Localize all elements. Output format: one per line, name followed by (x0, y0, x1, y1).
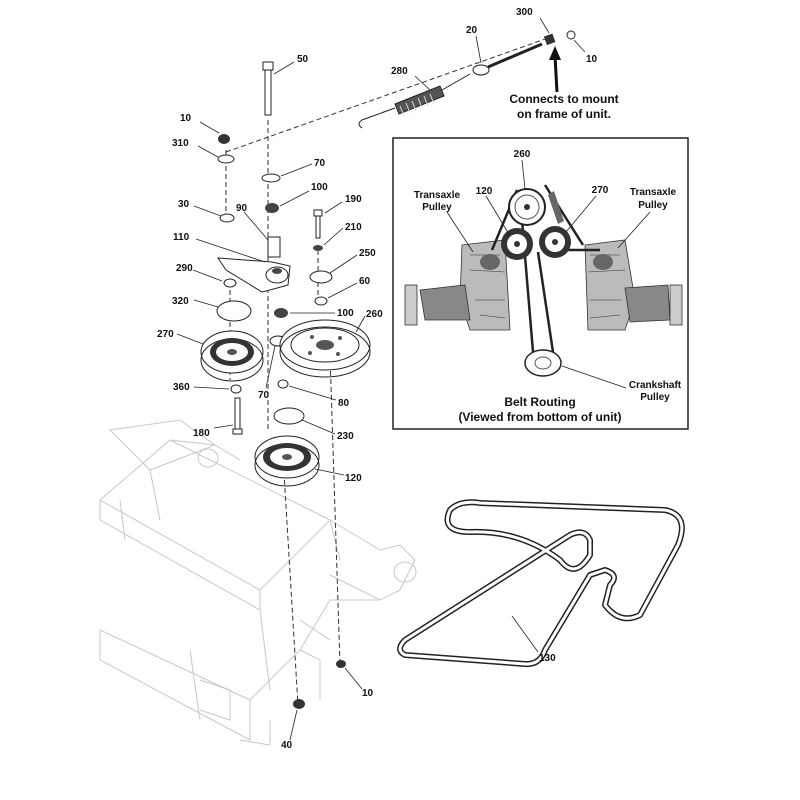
callout-100: 100 (311, 182, 328, 193)
callout-250: 250 (359, 248, 376, 259)
spacer-90 (267, 236, 281, 258)
nut-10-top (218, 134, 230, 144)
callout-190: 190 (345, 194, 362, 205)
pulley-120 (254, 435, 320, 487)
callout-80: 80 (338, 398, 350, 409)
callout-360: 360 (173, 382, 190, 393)
pulley-260 (279, 319, 371, 378)
inset-crankshaft-line1: Crankshaft (629, 380, 682, 391)
idler-spring-280 (358, 73, 471, 129)
callout-10: 10 (362, 688, 374, 699)
callout-120: 120 (345, 473, 362, 484)
left-transaxle (404, 239, 511, 331)
callout-30: 30 (178, 199, 190, 210)
callout-40: 40 (281, 740, 293, 751)
washer-290 (223, 278, 237, 288)
pulley-270 (200, 330, 264, 382)
washer-360 (230, 384, 242, 394)
callout-50: 50 (297, 54, 309, 65)
washer-210 (313, 245, 323, 251)
eyebolt-20 (472, 42, 543, 76)
inset-crankshaft-line2: Pulley (640, 392, 670, 403)
bearing-60 (314, 296, 328, 306)
callout-260: 260 (366, 309, 383, 320)
washer-310 (217, 154, 235, 164)
inset-pulley-120 (501, 228, 533, 260)
inset-callout-120: 120 (476, 186, 493, 197)
mount-note: Connects to mount on frame of unit. (509, 92, 618, 121)
right-transaxle (584, 239, 683, 331)
bearing-100-top (265, 203, 279, 213)
leader-lines (176, 17, 586, 741)
inset-belt (490, 184, 600, 353)
washer-250 (309, 270, 333, 284)
callout-90: 90 (236, 203, 248, 214)
callout-300: 300 (516, 7, 533, 18)
mount-note-line2: on frame of unit. (517, 107, 611, 121)
nut-80 (277, 379, 289, 389)
bolt-180 (232, 397, 243, 435)
callout-270: 270 (157, 329, 174, 340)
washer-70-top (261, 173, 281, 183)
bolt-50 (262, 61, 274, 116)
inset-title-line1: Belt Routing (504, 395, 575, 409)
callout-60: 60 (359, 276, 371, 287)
nut-300 (543, 30, 576, 46)
callout-320: 320 (172, 296, 189, 307)
inset-callout-260: 260 (514, 149, 531, 160)
callout-110: 110 (173, 232, 190, 243)
callout-180: 180 (193, 428, 210, 439)
inset-crankshaft-pulley (524, 349, 562, 377)
belt-routing-inset: 260 120 270 Transaxle Pulley Transaxle P… (392, 137, 689, 430)
inset-transaxle-left-line2: Pulley (422, 202, 452, 213)
callout-100: 100 (337, 308, 354, 319)
belt-130 (397, 499, 685, 668)
inset-leaders (446, 159, 651, 389)
washer-30 (219, 213, 235, 223)
nut-10-bottom (336, 660, 346, 668)
callout-290: 290 (176, 263, 193, 274)
inset-pulley-270 (539, 226, 571, 258)
bolt-190 (313, 209, 323, 239)
cover-230 (273, 407, 305, 425)
callout-10: 10 (586, 54, 598, 65)
inset-title-line2: (Viewed from bottom of unit) (458, 410, 621, 424)
mount-arrow (549, 46, 561, 93)
callout-70: 70 (258, 390, 270, 401)
idler-arm-110 (217, 257, 291, 293)
callout-10: 10 (180, 113, 192, 124)
callout-230: 230 (337, 431, 354, 442)
mount-note-line1: Connects to mount (509, 92, 618, 106)
inset-transaxle-left-line1: Transaxle (414, 190, 461, 201)
chassis-frame (99, 419, 417, 746)
cover-320 (216, 300, 252, 322)
bearing-100-mid (274, 308, 288, 318)
callout-210: 210 (345, 222, 362, 233)
nut-40 (293, 699, 305, 709)
inset-callout-270: 270 (592, 185, 609, 196)
inset-spring (548, 191, 564, 224)
callout-70: 70 (314, 158, 326, 169)
inset-transaxle-right-line1: Transaxle (630, 187, 677, 198)
callout-130: 130 (539, 653, 556, 664)
inset-transaxle-right-line2: Pulley (638, 200, 668, 211)
callout-20: 20 (466, 25, 478, 36)
inset-idler-260 (508, 188, 546, 226)
callout-310: 310 (172, 138, 189, 149)
callout-280: 280 (391, 66, 408, 77)
assembly-lines (225, 37, 549, 706)
callouts: 300 20 10 50 280 10 310 70 100 190 30 90… (157, 7, 598, 751)
